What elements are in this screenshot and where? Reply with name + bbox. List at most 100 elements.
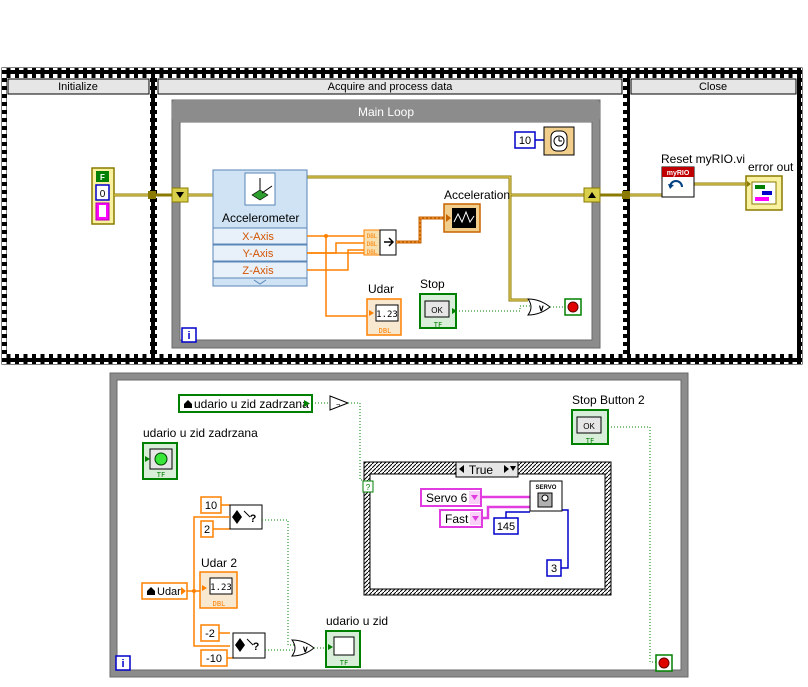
svg-text:DBL: DBL [367,241,378,248]
accelerometer-title: Accelerometer [222,211,299,225]
svg-text:OK: OK [583,422,595,431]
svg-text:TF: TF [157,471,165,479]
stop-button-2-terminal[interactable]: OK TF [571,409,609,445]
svg-text:?: ? [250,513,257,525]
svg-text:i: i [187,330,190,342]
chevron-down-icon [471,495,478,500]
svg-text:?: ? [366,483,371,492]
svg-text:i: i [121,658,124,670]
svg-text:145: 145 [497,521,515,533]
iteration-terminal[interactable]: i [181,327,197,343]
angle-constant[interactable]: 145 [493,517,519,535]
svg-text:3: 3 [551,563,557,575]
svg-text:∨: ∨ [538,303,545,313]
svg-text:-10: -10 [206,653,222,665]
udar-numeric-indicator[interactable]: 1.23 DBL [366,298,402,336]
svg-text:Fast: Fast [445,512,469,526]
output-y-axis[interactable]: Y-Axis [243,248,274,260]
in-range-function-2[interactable]: ? [232,632,266,659]
zid-zadrzana-led-indicator[interactable]: TF [142,442,178,480]
home-icon [147,587,155,595]
stop-button-terminal[interactable]: OK TF [419,293,457,329]
case-structure[interactable]: True ? [362,461,612,596]
udario-u-zid-label: udario u zid [326,614,388,628]
two-constant[interactable]: 2 [200,520,214,538]
zid-zadrzana-label: udario u zid zadrzana [143,426,258,440]
svg-text:DBL: DBL [367,249,378,256]
udar-label: Udar [368,282,394,296]
frame-acquire[interactable]: Acquire and process data [157,78,623,95]
acceleration-waveform-chart[interactable] [443,203,481,233]
servo-channel-constant[interactable]: Servo 6 [420,488,482,507]
svg-text:DBL: DBL [367,233,378,240]
svg-text:10: 10 [519,135,531,147]
udario-u-zid-indicator[interactable]: TF [325,630,361,668]
udar-2-numeric-indicator[interactable]: 1.23 DBL [199,571,238,609]
chevron-down-icon [472,516,479,521]
reset-myrio-label: Reset myRIO.vi [661,152,745,166]
loop-2-stop-terminal[interactable] [655,654,673,672]
servo-express-vi[interactable]: SERVO [529,480,563,512]
local-variable-udar[interactable]: Udar [141,582,188,600]
minus-two-constant[interactable]: -2 [200,624,220,642]
main-loop-title: Main Loop [358,105,414,119]
reset-myrio-vi[interactable]: myRIO [661,166,695,198]
svg-text:Udar: Udar [157,586,181,598]
film-strip-top [2,68,802,78]
svg-text:1.23: 1.23 [376,310,398,320]
second-while-loop[interactable]: i [109,372,689,678]
iteration-terminal-2[interactable]: i [115,655,131,671]
or-function[interactable]: ∨ [527,298,551,316]
svg-text:TF: TF [586,437,594,445]
svg-text:OK: OK [431,306,443,315]
error-out-label: error out [748,160,794,174]
ten-constant[interactable]: 10 [200,496,222,514]
udar-2-label: Udar 2 [201,556,237,570]
error-cluster-constant[interactable]: F 0 [91,167,115,225]
chevron-down-icon [253,279,267,285]
frame-close[interactable]: Close [630,78,797,95]
acceleration-label: Acceleration [444,188,510,202]
svg-text:Servo 6: Servo 6 [426,491,468,505]
frame-initialize[interactable]: Initialize [7,78,150,95]
frame-acquire-title: Acquire and process data [328,81,454,93]
wait-function[interactable] [543,126,575,156]
svg-text:DBL: DBL [213,600,226,608]
servo-speed-constant[interactable]: Fast [439,509,483,528]
svg-text:udario u zid zadrzana: udario u zid zadrzana [194,397,309,411]
home-icon [184,400,192,408]
case-next-icon[interactable] [504,465,509,473]
accelerometer-express-vi[interactable]: Accelerometer X-Axis Y-Axis Z-Axis [212,169,308,287]
svg-text:DBL: DBL [379,327,392,335]
svg-text:¬: ¬ [336,402,340,409]
svg-text:TF: TF [340,659,348,667]
frame-initialize-title: Initialize [58,81,98,93]
wait-ms-constant[interactable]: 10 [514,131,536,149]
svg-text:∨: ∨ [302,644,309,654]
error-out-indicator[interactable] [745,175,783,211]
in-range-function-1[interactable]: ? [229,504,263,530]
chevron-down-icon[interactable] [510,466,516,471]
case-selector-terminal[interactable]: ? [362,480,374,493]
svg-text:TF: TF [434,321,442,329]
main-while-loop[interactable]: Main Loop i [171,99,601,349]
svg-text:F: F [100,173,105,182]
output-z-axis[interactable]: Z-Axis [242,265,274,277]
svg-text:1.23: 1.23 [210,583,232,593]
stop-button-2-label: Stop Button 2 [572,393,645,407]
minus-ten-constant[interactable]: -10 [200,649,228,667]
svg-text:2: 2 [204,524,210,536]
output-x-axis[interactable]: X-Axis [242,231,274,243]
film-strip-bottom [2,354,802,364]
axis-wires [307,235,372,317]
or-function-2[interactable]: ∨ [291,639,315,657]
svg-text:0: 0 [100,189,106,200]
case-prev-icon[interactable] [459,465,464,473]
build-array[interactable]: DBL DBL DBL [363,229,397,256]
three-constant[interactable]: 3 [546,559,562,577]
svg-text:?: ? [253,641,260,653]
local-variable-zid-zadrzana[interactable]: udario u zid zadrzana [178,394,313,413]
loop-stop-terminal[interactable] [564,298,582,316]
not-function[interactable]: ¬ [329,395,350,411]
